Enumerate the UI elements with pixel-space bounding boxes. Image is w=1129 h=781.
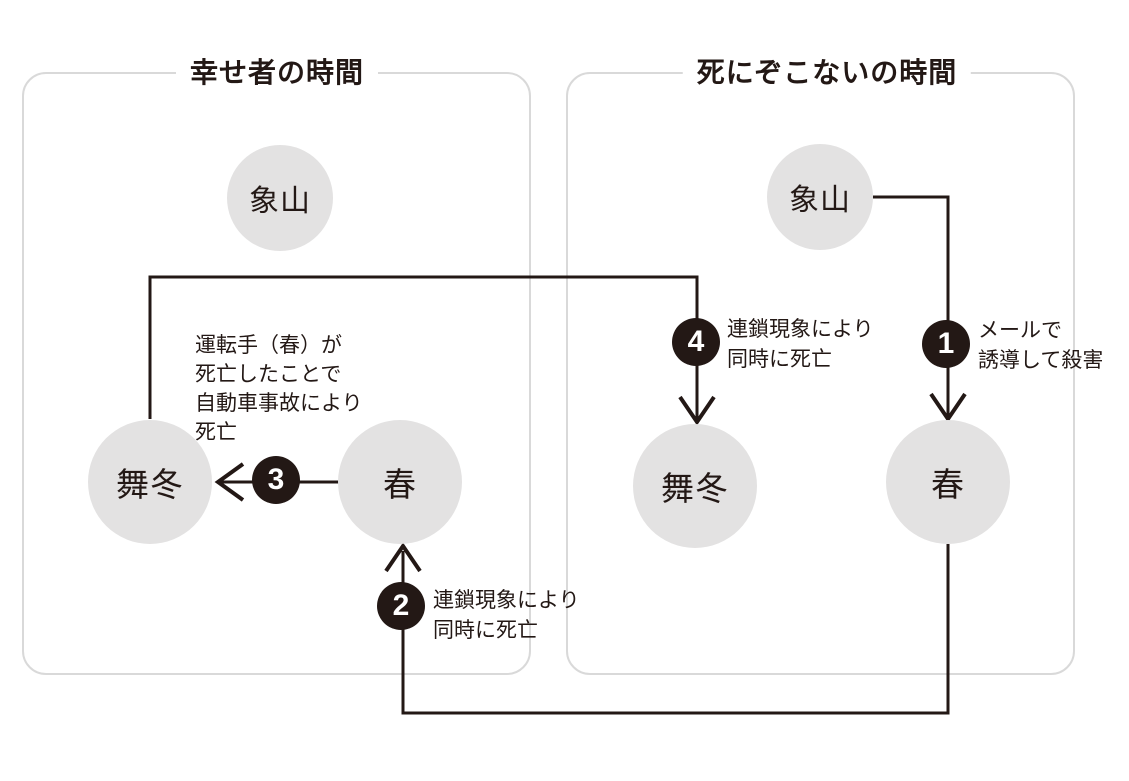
- step-badge-2: 2: [377, 582, 425, 630]
- node-haru-left-label: 春: [383, 466, 417, 503]
- node-haru-right: 春: [886, 420, 1010, 544]
- node-zozan-left-label: 象山: [249, 185, 311, 218]
- accident-annotation: 運転手（春）が 死亡したことで 自動車事故により 死亡: [195, 331, 363, 447]
- node-maifuyu-left-label: 舞冬: [116, 466, 184, 503]
- node-maifuyu-right: 舞冬: [633, 424, 757, 548]
- step-4-label-line-1: 連鎖現象により: [727, 318, 874, 341]
- step-1-label-line-1: メールで: [978, 319, 1062, 342]
- step-badge-1: 1: [922, 320, 970, 368]
- step-2-label-line-1: 連鎖現象により: [433, 589, 580, 612]
- step-4-label: 連鎖現象により 同時に死亡: [727, 315, 874, 375]
- panel-title-happy-person-time: 幸せ者の時間: [175, 55, 379, 91]
- node-zozan-right: 象山: [767, 144, 873, 250]
- node-maifuyu-left: 舞冬: [88, 420, 212, 544]
- node-zozan-right-label: 象山: [789, 184, 851, 217]
- accident-annotation-line-3: 自動車事故により: [195, 392, 363, 415]
- node-haru-right-label: 春: [931, 466, 965, 503]
- accident-annotation-line-4: 死亡: [195, 421, 237, 444]
- node-haru-left: 春: [338, 420, 462, 544]
- step-2-label-line-2: 同時に死亡: [433, 619, 538, 642]
- node-maifuyu-right-label: 舞冬: [661, 470, 729, 507]
- panel-title-failed-to-die-time: 死にぞこないの時間: [682, 55, 972, 91]
- step-1-label-line-2: 誘導して殺害: [978, 349, 1104, 372]
- accident-annotation-line-2: 死亡したことで: [195, 363, 342, 386]
- accident-annotation-line-1: 運転手（春）が: [195, 334, 342, 357]
- step-2-label: 連鎖現象により 同時に死亡: [433, 586, 580, 646]
- step-1-label: メールで 誘導して殺害: [978, 316, 1103, 376]
- step-4-label-line-2: 同時に死亡: [727, 348, 832, 371]
- step-badge-3: 3: [252, 456, 300, 504]
- step-badge-4: 4: [672, 318, 720, 366]
- node-zozan-left: 象山: [227, 145, 333, 251]
